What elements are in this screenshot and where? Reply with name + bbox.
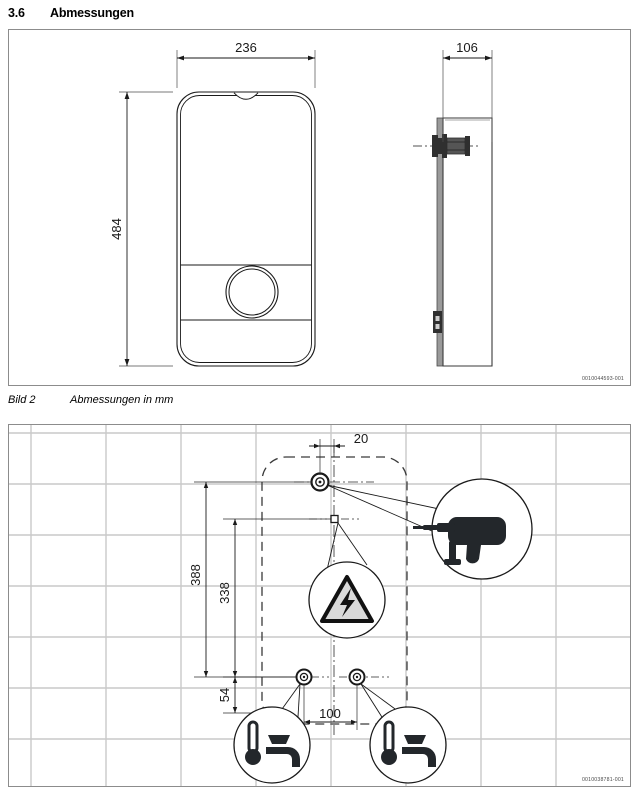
control-knob-outer <box>225 265 279 319</box>
lower-bracket-slot-a <box>435 316 440 321</box>
dimension-54-label: 54 <box>217 688 232 702</box>
arrow-bottom <box>232 707 238 713</box>
dimension-height-label: 484 <box>109 218 124 240</box>
dimension-offset-top: 20 <box>309 431 368 475</box>
thermometer-stem <box>247 720 259 754</box>
arrow-bottom <box>124 359 130 366</box>
lower-bracket <box>433 311 442 333</box>
fitting-flange-b <box>438 138 442 154</box>
arrow-top <box>203 482 209 488</box>
thermometer-bulb <box>381 749 397 765</box>
figure-caption-text: Abmessungen in mm <box>70 394 174 406</box>
arrow-right <box>351 719 357 725</box>
callout-circle <box>233 706 311 784</box>
lower-bracket-slot-b <box>435 324 440 329</box>
callout-water-right <box>369 706 447 784</box>
electrical-hazard-icon <box>320 575 374 623</box>
marker-electrical-entry <box>309 514 359 524</box>
top-notch <box>233 92 259 100</box>
figure-mounting-template: 20 388 338 <box>8 424 631 787</box>
arrow-a <box>314 443 320 449</box>
dimension-depth: 106 <box>442 40 493 142</box>
conn-centre <box>302 675 306 679</box>
arrow-bottom <box>203 671 209 677</box>
section-heading: 3.6 Abmessungen <box>8 3 408 23</box>
marker-water-connection-left <box>279 668 329 686</box>
dimension-depth-label: 106 <box>456 40 478 55</box>
arrow-left <box>177 55 184 61</box>
section-number: 3.6 <box>8 6 25 20</box>
faucet-spout <box>402 747 436 767</box>
drill-icon <box>413 517 506 565</box>
housing-outer-outline <box>176 91 316 367</box>
dimension-width-label: 236 <box>235 40 257 55</box>
figure-reference-number: 0010044593-001 <box>581 376 624 382</box>
figure-reference-number: 0010038781-001 <box>581 777 624 783</box>
conn-centre <box>355 675 359 679</box>
dimension-388: 388 <box>188 481 312 678</box>
housing-inner-outline <box>180 95 312 363</box>
arrow-top <box>232 519 238 525</box>
callout-water-left <box>233 706 311 784</box>
fitting-nut <box>465 136 470 156</box>
connector-fitting <box>413 134 481 158</box>
figure-caption-label: Bild 2 <box>8 394 36 406</box>
callout-circle <box>369 706 447 784</box>
dimension-height: 484 <box>109 91 173 367</box>
dimension-100: 100 <box>303 685 358 730</box>
dimension-100-label: 100 <box>319 706 341 721</box>
housing-side-outline <box>442 117 493 367</box>
arrow-top <box>232 677 238 683</box>
dimensions-drawing: 236 484 <box>109 40 493 367</box>
thermometer-stem <box>383 720 395 754</box>
arrow-left <box>304 719 310 725</box>
fitting-flange-a <box>432 135 438 157</box>
thermometer-bulb <box>245 749 261 765</box>
thermometer-faucet-icon <box>245 720 300 767</box>
mounting-template-drawing: 20 388 338 <box>9 425 630 786</box>
arrow-bottom <box>232 671 238 677</box>
callout-electrical <box>308 561 386 639</box>
arrow-b <box>334 443 340 449</box>
thermometer-faucet-icon <box>381 720 436 767</box>
faucet-spout <box>266 747 300 767</box>
callout-drill <box>413 478 533 580</box>
arrow-right <box>308 55 315 61</box>
lightning-bolt <box>340 588 355 617</box>
side-view: 106 <box>413 40 493 367</box>
arrow-left <box>443 55 450 61</box>
hole-centre <box>318 480 322 484</box>
faucet-valve <box>404 735 426 744</box>
faucet-valve <box>268 735 290 744</box>
dimension-width: 236 <box>176 40 316 88</box>
dimension-20-label: 20 <box>354 431 368 446</box>
section-title: Abmessungen <box>50 6 134 20</box>
figure-dimensions: 236 484 <box>8 29 631 386</box>
marker-water-connection-right <box>339 668 389 686</box>
front-view: 236 484 <box>109 40 316 367</box>
fitting-flange-c <box>442 134 447 158</box>
fitting-body <box>446 137 466 155</box>
dimension-338-label: 338 <box>217 582 232 604</box>
figure-caption: Bild 2 Abmessungen in mm <box>8 392 408 408</box>
control-knob-inner <box>228 268 276 316</box>
device-outline-dashed <box>261 456 408 725</box>
entry-square <box>330 514 339 524</box>
arrow-right <box>485 55 492 61</box>
dimension-388-label: 388 <box>188 564 203 586</box>
arrow-top <box>124 92 130 99</box>
